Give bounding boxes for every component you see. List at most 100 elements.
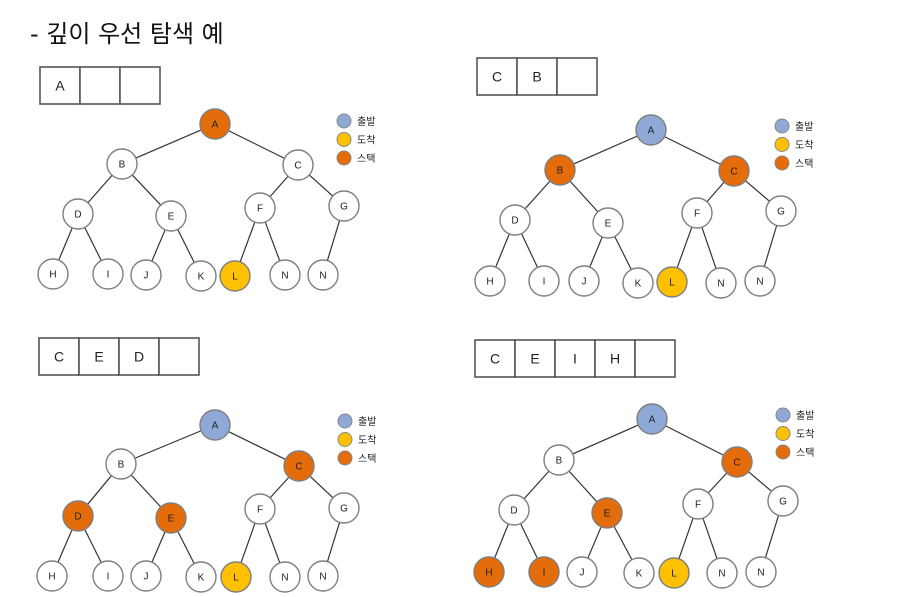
node-label: G (340, 202, 348, 213)
tree-node-j: J (566, 556, 598, 588)
legend-item-start: 출발 (337, 413, 376, 429)
legend-label: 스택 (796, 447, 814, 459)
tree-node-c: C (721, 446, 753, 478)
tree-node-n1: N (269, 259, 301, 291)
tree-edge-d-i (84, 227, 102, 261)
stack-cell (39, 66, 81, 105)
tree-edge-f-l (678, 517, 694, 560)
legend-label: 도착 (795, 140, 813, 152)
tree-edge-f-l (676, 226, 693, 269)
tree-edge-f-n1 (702, 517, 718, 560)
legend-swatch (336, 113, 352, 129)
node-circle (185, 561, 217, 593)
legend-item-stack: 스택 (774, 155, 813, 171)
tree-node-d: D (62, 500, 94, 532)
node-circle (155, 502, 187, 534)
stack-cell (119, 66, 161, 105)
node-circle (130, 560, 162, 592)
legend-label: 도착 (796, 429, 814, 441)
tree-edge-a-b (134, 430, 202, 459)
node-circle (622, 267, 654, 299)
node-circle (543, 444, 575, 476)
tree-edge-g-n2 (763, 225, 778, 267)
tree-edge-g-n2 (326, 220, 341, 261)
node-circle (105, 448, 137, 480)
legend-swatch (774, 155, 790, 171)
node-circle (528, 265, 560, 297)
node-circle (706, 557, 738, 589)
tree-edge-f-n1 (264, 522, 281, 564)
tree-node-n2: N (744, 265, 776, 297)
tree-node-n1: N (269, 561, 301, 593)
node-circle (705, 267, 737, 299)
node-label: E (168, 514, 175, 525)
tree-node-g: G (328, 492, 360, 524)
node-circle (37, 258, 69, 290)
node-label: N (756, 277, 763, 288)
legend-swatch (775, 407, 791, 423)
node-circle (155, 200, 187, 232)
node-circle (220, 561, 252, 593)
node-label: N (717, 279, 724, 290)
tree-node-n2: N (307, 259, 339, 291)
tree-edge-c-f (707, 472, 728, 494)
node-label: H (486, 277, 493, 288)
node-circle (473, 556, 505, 588)
tree-edge-b-e (130, 474, 162, 508)
tree-edge-b-d (87, 475, 112, 505)
legend-swatch (336, 150, 352, 166)
tree-node-f: F (681, 197, 713, 229)
node-label: N (319, 572, 326, 583)
node-label: G (340, 504, 348, 515)
tree-node-k: K (623, 557, 655, 589)
node-circle (635, 114, 667, 146)
node-label: N (281, 573, 288, 584)
node-circle (682, 488, 714, 520)
tree-node-l: L (656, 266, 688, 298)
tree-edge-a-b (135, 129, 202, 159)
tree-edge-e-j (587, 526, 602, 559)
legend-item-start: 출발 (774, 118, 813, 134)
node-label: I (543, 568, 546, 579)
node-circle (244, 192, 276, 224)
stack-cell-label: I (573, 351, 577, 367)
tree-edge-d-i (520, 233, 539, 268)
tree-edge-b-e (569, 180, 599, 213)
node-label: D (74, 210, 81, 221)
tree-node-k: K (185, 561, 217, 593)
tree-edge-f-l (239, 221, 256, 263)
tree-edge-e-k (613, 525, 633, 561)
tree-edge-c-g (308, 174, 334, 197)
legend-swatch (337, 432, 353, 447)
tree-node-j: J (568, 265, 600, 297)
legend-swatch (774, 137, 790, 152)
node-label: A (212, 421, 219, 432)
tree-edges (494, 424, 780, 561)
legend-swatch (337, 413, 353, 429)
node-circle (328, 190, 360, 222)
stack-cell-label: E (94, 349, 103, 365)
tree-node-e: E (591, 497, 623, 529)
tree-edge-c-f (706, 181, 725, 203)
tree-edge-b-e (131, 174, 162, 206)
node-label: G (779, 497, 787, 508)
tree-node-d: D (498, 494, 530, 526)
tree-edge-a-c (664, 136, 721, 165)
stack-cell-label: C (490, 351, 500, 367)
tree-edge-b-d (87, 174, 113, 204)
tree-edge-e-j (151, 229, 166, 262)
node-circle (767, 485, 799, 517)
tree-edge-e-k (177, 531, 195, 564)
tree-edge-d-i (84, 529, 102, 563)
legend-item-arrive: 도착 (774, 137, 813, 152)
node-label: B (118, 460, 125, 471)
tree-node-j: J (130, 560, 162, 592)
stack-cell (476, 57, 518, 96)
tree-edge-c-g (309, 475, 334, 499)
node-circle (283, 450, 315, 482)
stack-cell (634, 339, 676, 378)
node-circle (307, 259, 339, 291)
